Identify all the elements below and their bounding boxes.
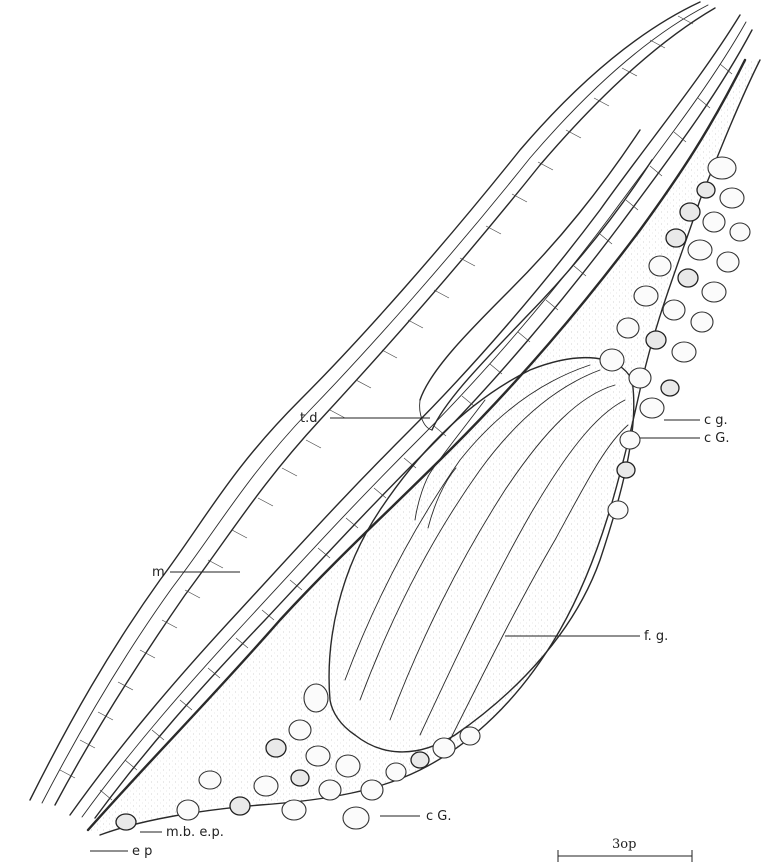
label-fg: f. g. <box>644 629 668 644</box>
scale-bar-label: 3op <box>612 837 636 852</box>
label-cg: c g. <box>704 413 728 428</box>
label-cG-bottom: c G. <box>426 809 452 824</box>
scale-bar: 3op <box>558 837 692 862</box>
label-m: m <box>152 565 165 580</box>
label-td: t.d <box>300 411 317 426</box>
label-ep: e p <box>132 844 152 859</box>
label-mbep: m.b. e.p. <box>166 825 224 840</box>
label-cG-top: c G. <box>704 431 730 446</box>
